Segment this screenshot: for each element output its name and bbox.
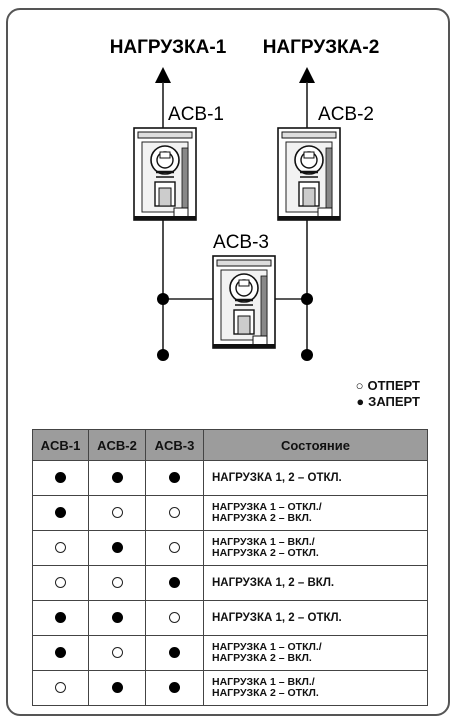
table-row: НАГРУЗКА 1, 2 – ОТКЛ.	[32, 460, 428, 496]
table-row: НАГРУЗКА 1 – ОТКЛ./ НАГРУЗКА 2 – ВКЛ.	[32, 635, 428, 671]
legend-closed-label: ЗАПЕРТ	[368, 394, 420, 409]
state-description: НАГРУЗКА 1 – ОТКЛ./ НАГРУЗКА 2 – ВКЛ.	[203, 635, 428, 671]
legend-open: ○ ОТПЕРТ	[356, 378, 420, 394]
open-circle-icon	[169, 507, 180, 518]
table-row: НАГРУЗКА 1 – ОТКЛ./ НАГРУЗКА 2 – ВКЛ.	[32, 495, 428, 531]
state-description: НАГРУЗКА 1, 2 – ВКЛ.	[203, 565, 428, 601]
filled-circle-icon	[55, 647, 66, 658]
filled-circle-icon	[169, 647, 180, 658]
filled-circle-icon	[55, 507, 66, 518]
open-circle-icon	[169, 542, 180, 553]
acb-1-state-cell	[32, 495, 89, 531]
table-header-row: ACB-1 ACB-2 ACB-3 Состояние	[32, 429, 428, 461]
acb-2-state-cell	[88, 530, 146, 566]
filled-circle-icon	[169, 472, 180, 483]
filled-circle-icon: ●	[356, 394, 365, 409]
table-row: НАГРУЗКА 1 – ВКЛ./ НАГРУЗКА 2 – ОТКЛ.	[32, 530, 428, 566]
acb-3-state-cell	[145, 565, 204, 601]
junction-dot	[301, 293, 313, 305]
terminal-dot	[301, 349, 313, 361]
load-1-arrow-icon	[155, 67, 171, 83]
acb-3-state-cell	[145, 670, 204, 706]
acb-1-state-cell	[32, 460, 89, 496]
acb-1-state-cell	[32, 565, 89, 601]
terminal-dot	[157, 349, 169, 361]
circuit-wires	[162, 82, 308, 355]
breaker-acb-1: ACB-1	[132, 104, 224, 222]
breaker-acb-3: ACB-3	[211, 232, 277, 350]
open-circle-icon	[111, 507, 123, 518]
header-acb-2: ACB-2	[88, 429, 146, 461]
open-circle-icon	[55, 542, 66, 553]
table-row: НАГРУЗКА 1, 2 – ОТКЛ.	[32, 600, 428, 636]
state-description: НАГРУЗКА 1 – ВКЛ./ НАГРУЗКА 2 – ОТКЛ.	[203, 530, 428, 566]
acb-1-state-cell	[32, 635, 89, 671]
acb-1-state-cell	[32, 670, 89, 706]
acb-2-state-cell	[88, 460, 146, 496]
acb-1-state-cell	[32, 600, 89, 636]
filled-circle-icon	[169, 682, 180, 693]
interlock-panel: НАГРУЗКА-1 НАГРУЗКА-2 ACB-1 ACB-2	[6, 8, 450, 716]
acb-3-state-cell	[145, 635, 204, 671]
state-table: ACB-1 ACB-2 ACB-3 Состояние НАГРУЗКА 1, …	[32, 429, 428, 706]
table-row: НАГРУЗКА 1 – ВКЛ./ НАГРУЗКА 2 – ОТКЛ.	[32, 670, 428, 706]
acb-2-state-cell	[88, 600, 146, 636]
legend-open-label: ОТПЕРТ	[367, 378, 420, 393]
filled-circle-icon	[111, 612, 123, 623]
filled-circle-icon	[111, 472, 123, 483]
filled-circle-icon	[111, 542, 123, 553]
open-circle-icon	[55, 577, 66, 588]
acb-2-state-cell	[88, 565, 146, 601]
state-description: НАГРУЗКА 1, 2 – ОТКЛ.	[203, 600, 428, 636]
breaker-acb-1-label: ACB-1	[168, 104, 224, 125]
acb-3-state-cell	[145, 530, 204, 566]
header-state: Состояние	[203, 429, 428, 461]
acb-2-state-cell	[88, 670, 146, 706]
legend: ○ ОТПЕРТ ● ЗАПЕРТ	[356, 378, 420, 410]
breaker-acb-3-label: ACB-3	[213, 232, 269, 253]
filled-circle-icon	[169, 577, 180, 588]
open-circle-icon	[111, 647, 123, 658]
circuit-diagram: НАГРУЗКА-1 НАГРУЗКА-2 ACB-1 ACB-2	[110, 37, 380, 361]
acb-3-state-cell	[145, 460, 204, 496]
legend-closed: ● ЗАПЕРТ	[356, 394, 420, 410]
state-description: НАГРУЗКА 1, 2 – ОТКЛ.	[203, 460, 428, 496]
acb-3-state-cell	[145, 495, 204, 531]
load-2-label: НАГРУЗКА-2	[263, 37, 380, 58]
acb-3-state-cell	[145, 600, 204, 636]
filled-circle-icon	[55, 612, 66, 623]
header-acb-3: ACB-3	[145, 429, 204, 461]
open-circle-icon: ○	[355, 378, 364, 393]
load-2-arrow-icon	[299, 67, 315, 83]
state-description: НАГРУЗКА 1 – ВКЛ./ НАГРУЗКА 2 – ОТКЛ.	[203, 670, 428, 706]
state-description: НАГРУЗКА 1 – ОТКЛ./ НАГРУЗКА 2 – ВКЛ.	[203, 495, 428, 531]
breaker-acb-2: ACB-2	[276, 104, 374, 222]
acb-1-state-cell	[32, 530, 89, 566]
open-circle-icon	[55, 682, 66, 693]
acb-2-state-cell	[88, 495, 146, 531]
filled-circle-icon	[55, 472, 66, 483]
filled-circle-icon	[111, 682, 123, 693]
table-row: НАГРУЗКА 1, 2 – ВКЛ.	[32, 565, 428, 601]
header-acb-1: ACB-1	[32, 429, 89, 461]
load-1-label: НАГРУЗКА-1	[110, 37, 227, 58]
acb-2-state-cell	[88, 635, 146, 671]
open-circle-icon	[111, 577, 123, 588]
open-circle-icon	[169, 612, 180, 623]
junction-dot	[157, 293, 169, 305]
breaker-acb-2-label: ACB-2	[318, 104, 374, 125]
